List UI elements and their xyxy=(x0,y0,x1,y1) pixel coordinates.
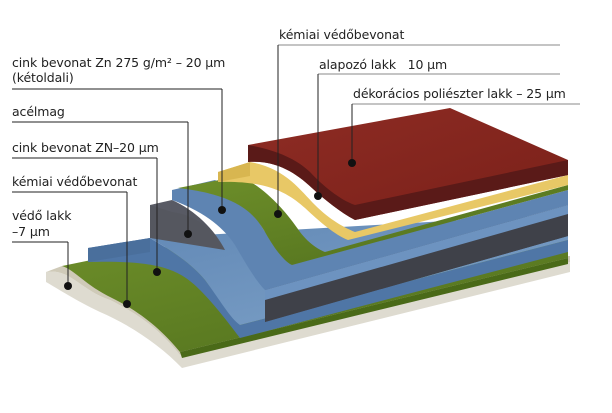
label-primer: alapozó lakk 10 µm xyxy=(319,57,448,72)
label-steel-core: acélmag xyxy=(12,104,65,119)
layer-decorative-polyester xyxy=(248,108,568,220)
label-zinc-double-sided: cink bevonat Zn 275 g/m² – 20 µm xyxy=(12,55,226,70)
layer-top-zinc xyxy=(172,180,568,300)
layer-primer xyxy=(218,162,568,240)
label-protective-lacquer: védő lakk xyxy=(12,208,72,223)
label-bottom-chemical-coating: kémiai védőbevonat xyxy=(12,174,138,189)
leader-lines xyxy=(12,44,580,304)
leader-dots xyxy=(64,159,356,308)
label-zinc-double-sided-note: (kétoldali) xyxy=(12,70,74,85)
label-top-chemical-coating: kémiai védőbevonat xyxy=(279,27,405,42)
label-protective-lacquer-thickness: –7 µm xyxy=(12,224,50,239)
layer-top-chemical-coating xyxy=(178,176,568,265)
label-zinc-bottom: cink bevonat ZN–20 µm xyxy=(12,140,159,155)
label-decorative-polyester: dékorácios poliészter lakk – 25 µm xyxy=(353,86,566,101)
